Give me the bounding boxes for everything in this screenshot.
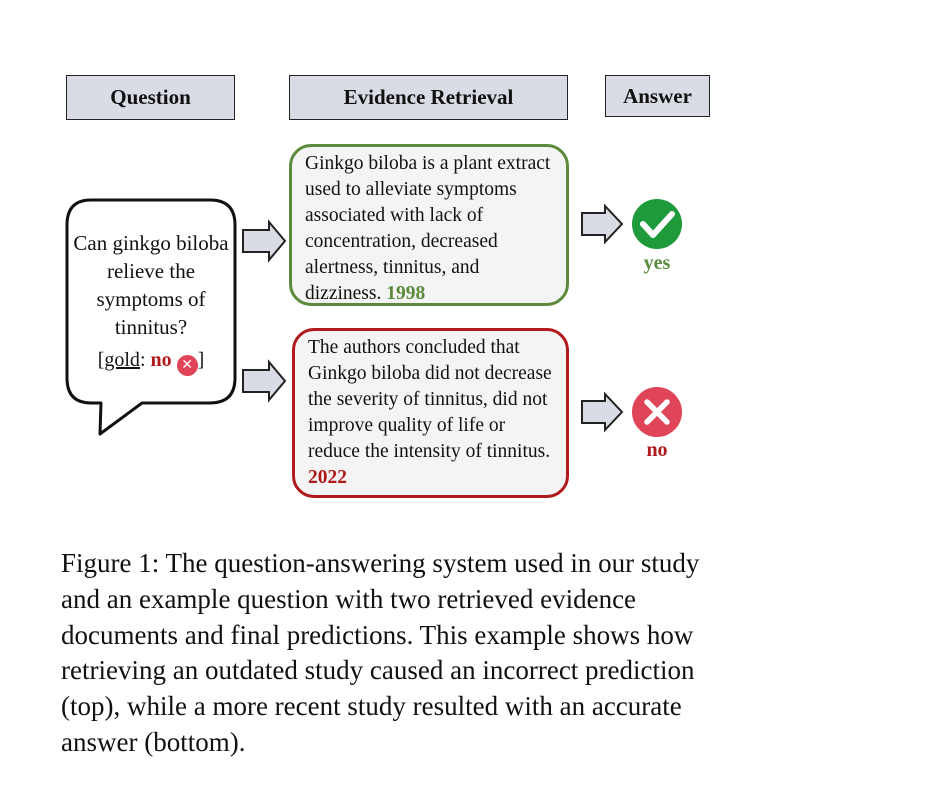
answer-label-no: no <box>646 439 668 461</box>
arrow-to-answer-1-icon <box>581 203 624 245</box>
gold-word: gold <box>104 349 140 371</box>
gold-open-bracket: [ <box>97 349 105 371</box>
gold-close-bracket: ] <box>197 349 205 371</box>
x-icon <box>632 387 682 437</box>
evidence-text-1: Ginkgo biloba is a plant extract used to… <box>305 153 551 304</box>
figure-caption: Figure 1: The question-answering system … <box>61 548 700 757</box>
evidence-box-1998: Ginkgo biloba is a plant extract used to… <box>289 144 569 306</box>
question-header: Question <box>66 75 235 120</box>
question-text: Can ginkgo biloba relieve the symptoms o… <box>73 231 229 339</box>
answer-header: Answer <box>605 75 710 117</box>
gold-value: no <box>150 349 172 371</box>
answer-label-yes: yes <box>643 252 671 274</box>
speech-bubble <box>65 198 237 436</box>
evidence-box-2022: The authors concluded that Ginkgo biloba… <box>292 328 569 498</box>
arrow-to-evidence-1-icon <box>242 219 287 263</box>
evidence-year-2: 2022 <box>308 467 347 488</box>
gold-colon: : <box>139 349 151 371</box>
gold-label: [gold: no ✕] <box>68 349 234 376</box>
evidence-text-2: The authors concluded that Ginkgo biloba… <box>308 337 552 462</box>
evidence-retrieval-header: Evidence Retrieval <box>289 75 568 120</box>
arrow-to-evidence-2-icon <box>242 359 287 403</box>
arrow-to-answer-2-icon <box>581 391 624 433</box>
small-x-icon: ✕ <box>176 355 198 376</box>
check-icon <box>632 199 682 249</box>
evidence-year-1: 1998 <box>386 283 426 304</box>
